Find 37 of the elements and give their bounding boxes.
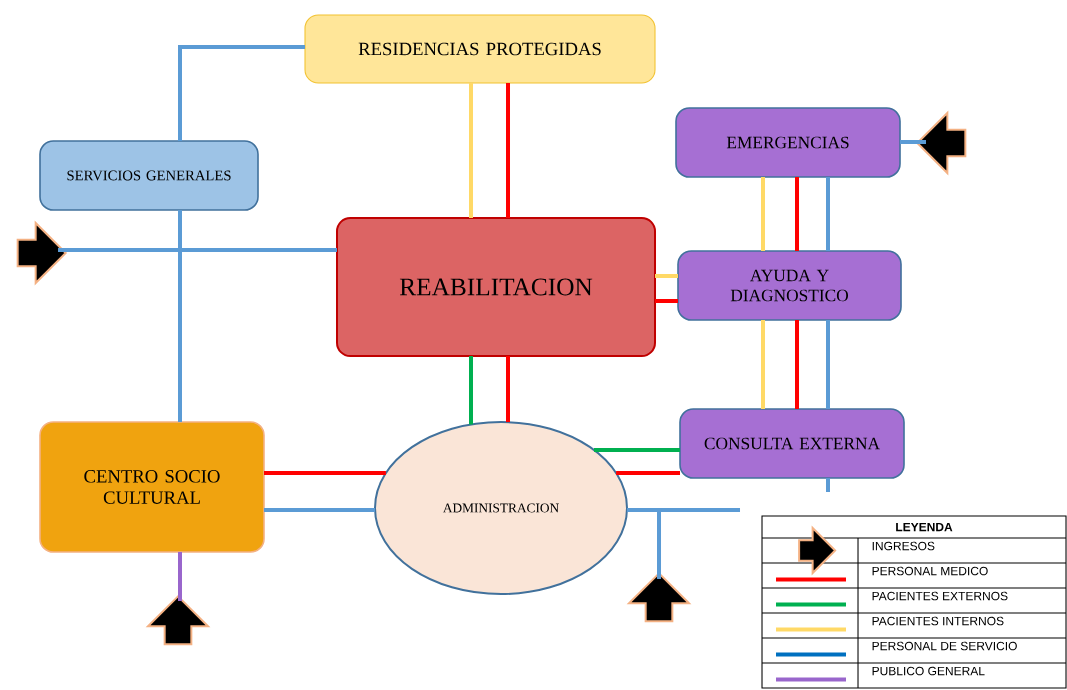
- process-box: REABILITACION: [336, 217, 656, 357]
- connector-line: [616, 471, 680, 475]
- connector-line: [178, 45, 305, 141]
- connector-line: [506, 356, 510, 423]
- connector-line: [655, 299, 678, 303]
- connector-line: [826, 177, 830, 251]
- connector-line: [58, 248, 337, 252]
- connector-line: [795, 320, 799, 409]
- connector-line: [264, 471, 386, 475]
- connector-line: [178, 552, 182, 601]
- connector-line: [264, 508, 375, 512]
- legend-text: PACIENTES EXTERNOS: [872, 591, 1008, 601]
- process-box: EMERGENCIAS: [675, 107, 901, 178]
- connector-line: [469, 83, 473, 218]
- legend-text: INGRESOS: [872, 541, 935, 551]
- process-box: RESIDENCIAS PROTEGIDAS: [304, 14, 656, 84]
- legend-text: PUBLICO GENERAL: [872, 666, 985, 676]
- connector-line: [506, 83, 510, 218]
- connector-line: [761, 177, 765, 251]
- connector-line: [178, 210, 182, 422]
- legend-text: PACIENTES INTERNOS: [872, 616, 1004, 626]
- connector-line: [826, 320, 830, 409]
- process-box: CONSULTA EXTERNA: [679, 408, 905, 479]
- legend-title: LEYENDA: [896, 522, 953, 532]
- connector-line: [826, 478, 830, 492]
- connector-line: [469, 356, 473, 425]
- connector-line: [900, 140, 926, 144]
- process-box: SERVICIOS GENERALES: [39, 140, 259, 211]
- process-box: CENTRO SOCIO CULTURAL: [39, 421, 265, 553]
- connector-line: [655, 274, 678, 278]
- process-box: AYUDA Y DIAGNOSTICO: [677, 250, 902, 321]
- connector-line: [761, 320, 765, 409]
- connector-line: [594, 448, 680, 452]
- connector-line: [795, 177, 799, 251]
- connector-line: [627, 508, 661, 579]
- legend-text: PERSONAL MEDICO: [872, 566, 988, 576]
- legend-text: PERSONAL DE SERVICIO: [872, 641, 1017, 651]
